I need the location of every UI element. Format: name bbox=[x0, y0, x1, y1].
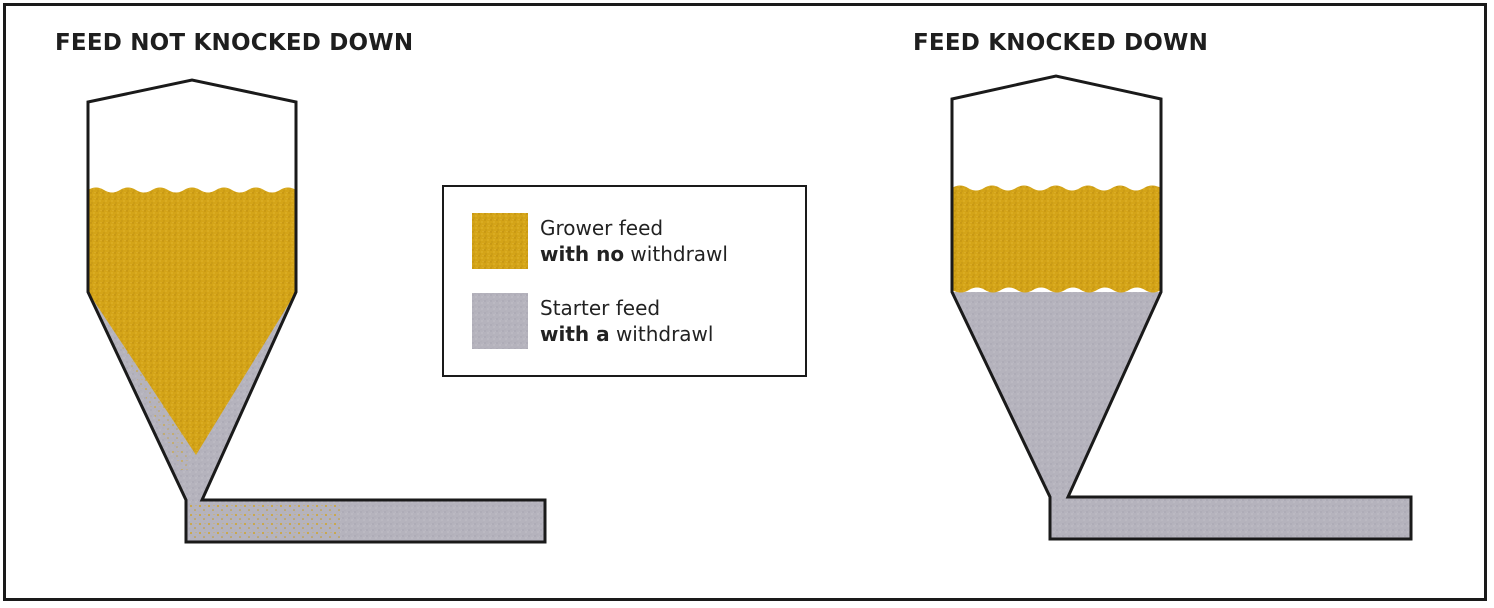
legend: Grower feed with no withdrawl Starter fe… bbox=[442, 185, 807, 377]
silo-outline-right bbox=[950, 74, 1413, 541]
legend-grower-rest: withdrawl bbox=[624, 242, 728, 266]
legend-grower-bold: with no bbox=[540, 242, 625, 266]
grower-feed-right bbox=[952, 185, 1161, 293]
auger-grower-speckles bbox=[190, 504, 340, 540]
silo-outline-left bbox=[86, 78, 547, 544]
auger-starter-feed-right bbox=[1050, 497, 1411, 539]
starter-feed-cone-right bbox=[952, 292, 1161, 500]
grower-feed-swatch bbox=[472, 213, 528, 269]
legend-starter-rest: withdrawl bbox=[609, 322, 714, 346]
diagram-frame bbox=[3, 3, 1487, 601]
legend-starter-bold: with a bbox=[540, 322, 610, 346]
legend-item-starter: Starter feed with a withdrawl bbox=[472, 293, 713, 349]
legend-grower-line1: Grower feed bbox=[540, 216, 664, 240]
title-feed-knocked-down: FEED KNOCKED DOWN bbox=[913, 30, 1209, 56]
legend-starter-line1: Starter feed bbox=[540, 296, 661, 320]
legend-item-grower: Grower feed with no withdrawl bbox=[472, 213, 728, 269]
starter-feed-swatch bbox=[472, 293, 528, 349]
grower-feed-left bbox=[88, 187, 296, 455]
title-feed-not-knocked-down: FEED NOT KNOCKED DOWN bbox=[55, 30, 414, 56]
